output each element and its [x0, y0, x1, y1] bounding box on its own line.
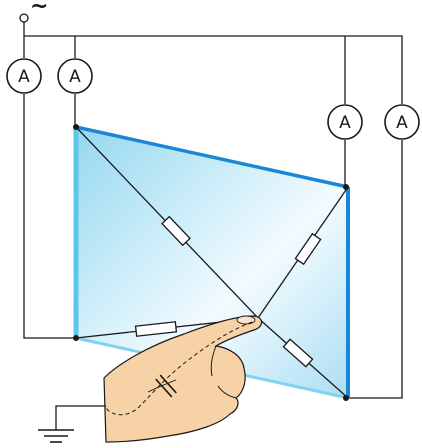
ammeter-icon: A — [57, 58, 93, 94]
junction-nodes — [73, 124, 349, 401]
ammeter-icon: A — [6, 58, 42, 94]
ground-icon — [38, 405, 106, 443]
capacitor-icon — [155, 374, 177, 398]
panel-edge-top — [75, 125, 349, 189]
ammeter-icon: A — [327, 104, 363, 140]
resistor-icon — [134, 321, 178, 337]
ac-supply-terminal: ⌀ ~ — [19, 0, 48, 23]
resistor-icon — [294, 232, 322, 266]
wiring — [23, 22, 403, 399]
ammeter-label: A — [396, 113, 408, 133]
supply-tilde: ~ — [30, 0, 48, 19]
ammeter-label: A — [69, 67, 81, 87]
junction-node — [343, 395, 349, 401]
ammeter-label: A — [339, 113, 351, 133]
resistor-icon — [282, 338, 314, 368]
ammeter-label: A — [18, 67, 30, 87]
ammeter-icon: A — [384, 104, 420, 140]
junction-node — [73, 335, 79, 341]
finger-touch-icon — [103, 315, 263, 443]
junction-node — [343, 184, 349, 190]
resistor-icon — [161, 215, 191, 247]
junction-node — [73, 124, 79, 130]
